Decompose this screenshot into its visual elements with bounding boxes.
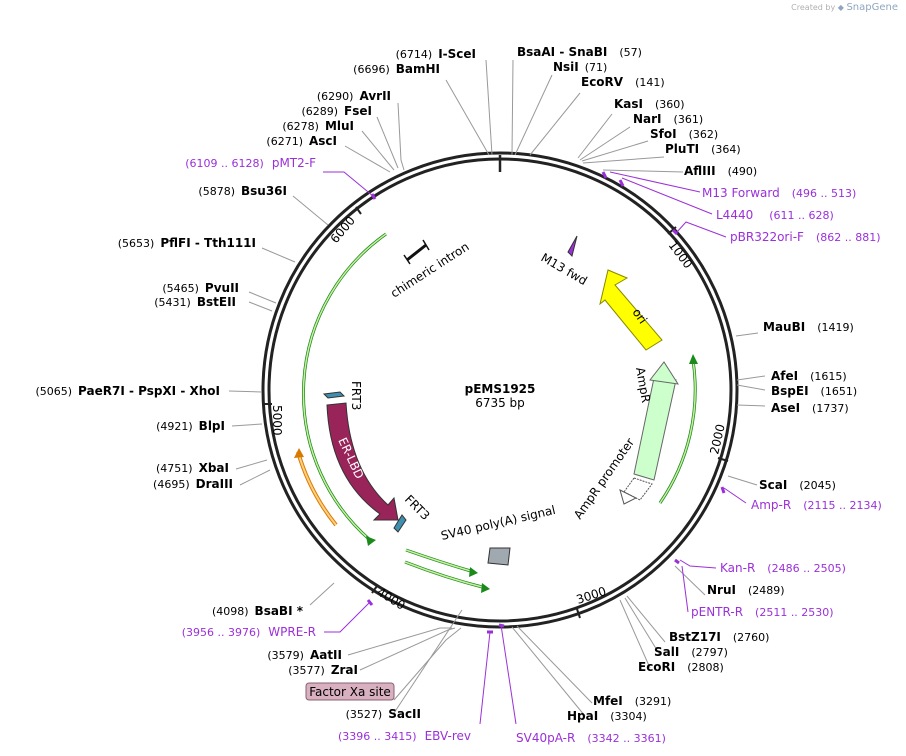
primer-pmt2f: (6109 .. 6128)pMT2-F [185, 156, 316, 170]
site-xba1: (4751)XbaI [156, 461, 229, 475]
site-maubi: MauBI(1419) [763, 320, 854, 334]
site-aat2: (3579)AatII [267, 648, 342, 662]
snapgene-credit: Created by ◆ SnapGene [791, 2, 898, 13]
site-afe1: AfeI(1615) [771, 369, 847, 383]
factor-xa-box [305, 682, 395, 701]
site-asc1: (6271)AscI [266, 134, 337, 148]
site-afl3: AflIII(490) [684, 164, 757, 178]
primer-labels: (6109 .. 6128)pMT2-F M13 Forward(496 .. … [182, 156, 882, 745]
site-blp1: (4921)BlpI [156, 419, 225, 433]
site-paer7i-pspxi-xhoi: (5065)PaeR7I - PspXI - XhoI [35, 384, 220, 398]
site-fse1: (6289)FseI [301, 104, 372, 118]
orf-arc-right-fill [659, 359, 696, 504]
site-pvu2: (5465)PvuII [162, 281, 239, 295]
primer-pbr322ori-f: pBR322ori-F(862 .. 881) [730, 230, 881, 244]
orf-bottom-1-arrow [469, 567, 478, 577]
frt3-bottom-feature [393, 514, 407, 533]
credit-brand: SnapGene [846, 2, 898, 13]
site-nar1: NarI(361) [633, 112, 703, 126]
site-zra1: (3577)ZraI [288, 663, 358, 677]
orf-orange-arc-fill [297, 451, 337, 526]
primer-wpre-r: (3956 .. 3976)WPRE-R [182, 625, 316, 639]
primer-l4440: L4440(611 .. 628) [716, 208, 834, 222]
site-ase1: AseI(1737) [771, 401, 849, 415]
primer-m13-forward: M13 Forward(496 .. 513) [702, 186, 856, 200]
tick-5000: 5000 [264, 403, 284, 436]
ampr-promoter-feature [623, 477, 653, 501]
ampr-label: AmpR [633, 366, 653, 404]
site-plut1: PluTI(364) [665, 142, 741, 156]
site-bstz17i: BstZ17I(2760) [669, 630, 769, 644]
site-bsabi: (4098)BsaBI * [212, 604, 304, 618]
site-hpa1: HpaI(3304) [567, 709, 647, 723]
site-bamh1: (6696)BamHI [353, 62, 440, 76]
chimeric-intron-feature [406, 243, 427, 262]
site-ecor1: EcoRI(2808) [638, 660, 724, 674]
chimeric-intron-label: chimeric intron [388, 239, 472, 300]
tick-2000: 2000 [707, 423, 729, 462]
frt3-top-label: FRT3 [349, 381, 363, 410]
primer-leaders [323, 171, 747, 725]
primer-kan-r: Kan-R(2486 .. 2505) [720, 561, 846, 575]
factor-xa-site: Factor Xa site [305, 682, 395, 701]
plasmid-size: 6735 bp [475, 396, 525, 410]
ori-feature [599, 269, 663, 351]
backbone-outer [261, 151, 739, 629]
tick-label-4000: 4000 [374, 585, 407, 613]
primer-pentr-r: pENTR-R(2511 .. 2530) [691, 605, 834, 619]
site-isce1: (6714)I-SceI [396, 47, 476, 61]
primer-sv40pa-r: SV40pA-R(3342 .. 3361) [516, 731, 666, 745]
ampr-arrowhead [649, 361, 680, 385]
sv40-polya-feature [487, 547, 511, 566]
tick-4000: 4000 [371, 585, 408, 613]
site-pflfi-tth111i: (5653)PflFI - Tth111I [118, 236, 256, 250]
site-sfo1: SfoI(362) [650, 127, 718, 141]
primer-amp-r: Amp-R(2115 .. 2134) [751, 498, 882, 512]
site-mfe1: MfeI(3291) [593, 694, 671, 708]
site-avr2: (6290)AvrII [317, 89, 391, 103]
site-mlu1: (6278)MluI [282, 119, 354, 133]
tick-label-5000: 5000 [270, 405, 284, 436]
site-sac2: (3527)SacII [346, 707, 421, 721]
site-bsaai-snabi: BsaAI - SnaBI(57) [517, 45, 642, 59]
ampr-promoter-label: AmpR promoter [571, 436, 637, 522]
orf-arc-right-arrow [689, 354, 698, 364]
site-bspe1: BspEI(1651) [771, 384, 857, 398]
plasmid-name: pEMS1925 [465, 382, 536, 396]
factor-xa-label: Factor Xa site [309, 685, 391, 699]
ampr-promoter-arrow [619, 489, 638, 505]
er-lbd-feature [326, 402, 399, 521]
m13-fwd-label: M13 fwd [539, 250, 590, 288]
enzyme-labels-left: (6714)I-SceI (6696)BamHI (6290)AvrII (62… [35, 47, 476, 721]
site-ecorv: EcoRV(141) [581, 75, 665, 89]
enzyme-labels-right: BsaAI - SnaBI(57) NsiI(71) EcoRV(141) Ka… [517, 45, 857, 723]
m13-fwd-feature [567, 235, 578, 257]
snapgene-logo-icon: ◆ [837, 3, 844, 12]
site-bste2: (5431)BstEII [154, 295, 236, 309]
credit-prefix: Created by [791, 3, 836, 12]
site-nsi1: NsiI(71) [553, 60, 607, 74]
frt3-bottom-label: FRT3 [402, 492, 433, 523]
frt3-top-feature [322, 391, 346, 399]
sv40-polya-label: SV40 poly(A) signal [440, 503, 557, 543]
site-nru1: NruI(2489) [707, 583, 785, 597]
primer-ebv-rev: (3396 .. 3415)EBV-rev [338, 729, 471, 743]
tick-label-2000: 2000 [707, 423, 728, 456]
tick-label-1000: 1000 [666, 238, 696, 271]
site-sal1: SalI(2797) [654, 645, 728, 659]
site-sca1: ScaI(2045) [759, 478, 836, 492]
site-dra3: (4695)DraIII [153, 477, 233, 491]
orf-bottom-2-arrow [481, 583, 490, 593]
site-kas1: KasI(360) [614, 97, 685, 111]
orf-arc-left-fill [302, 233, 387, 541]
orf-orange-arrow [294, 448, 304, 458]
site-bsu36i: (5878)Bsu36I [198, 184, 287, 198]
enzyme-leaders [228, 59, 766, 717]
orf-arc-left-arrow [366, 536, 376, 546]
